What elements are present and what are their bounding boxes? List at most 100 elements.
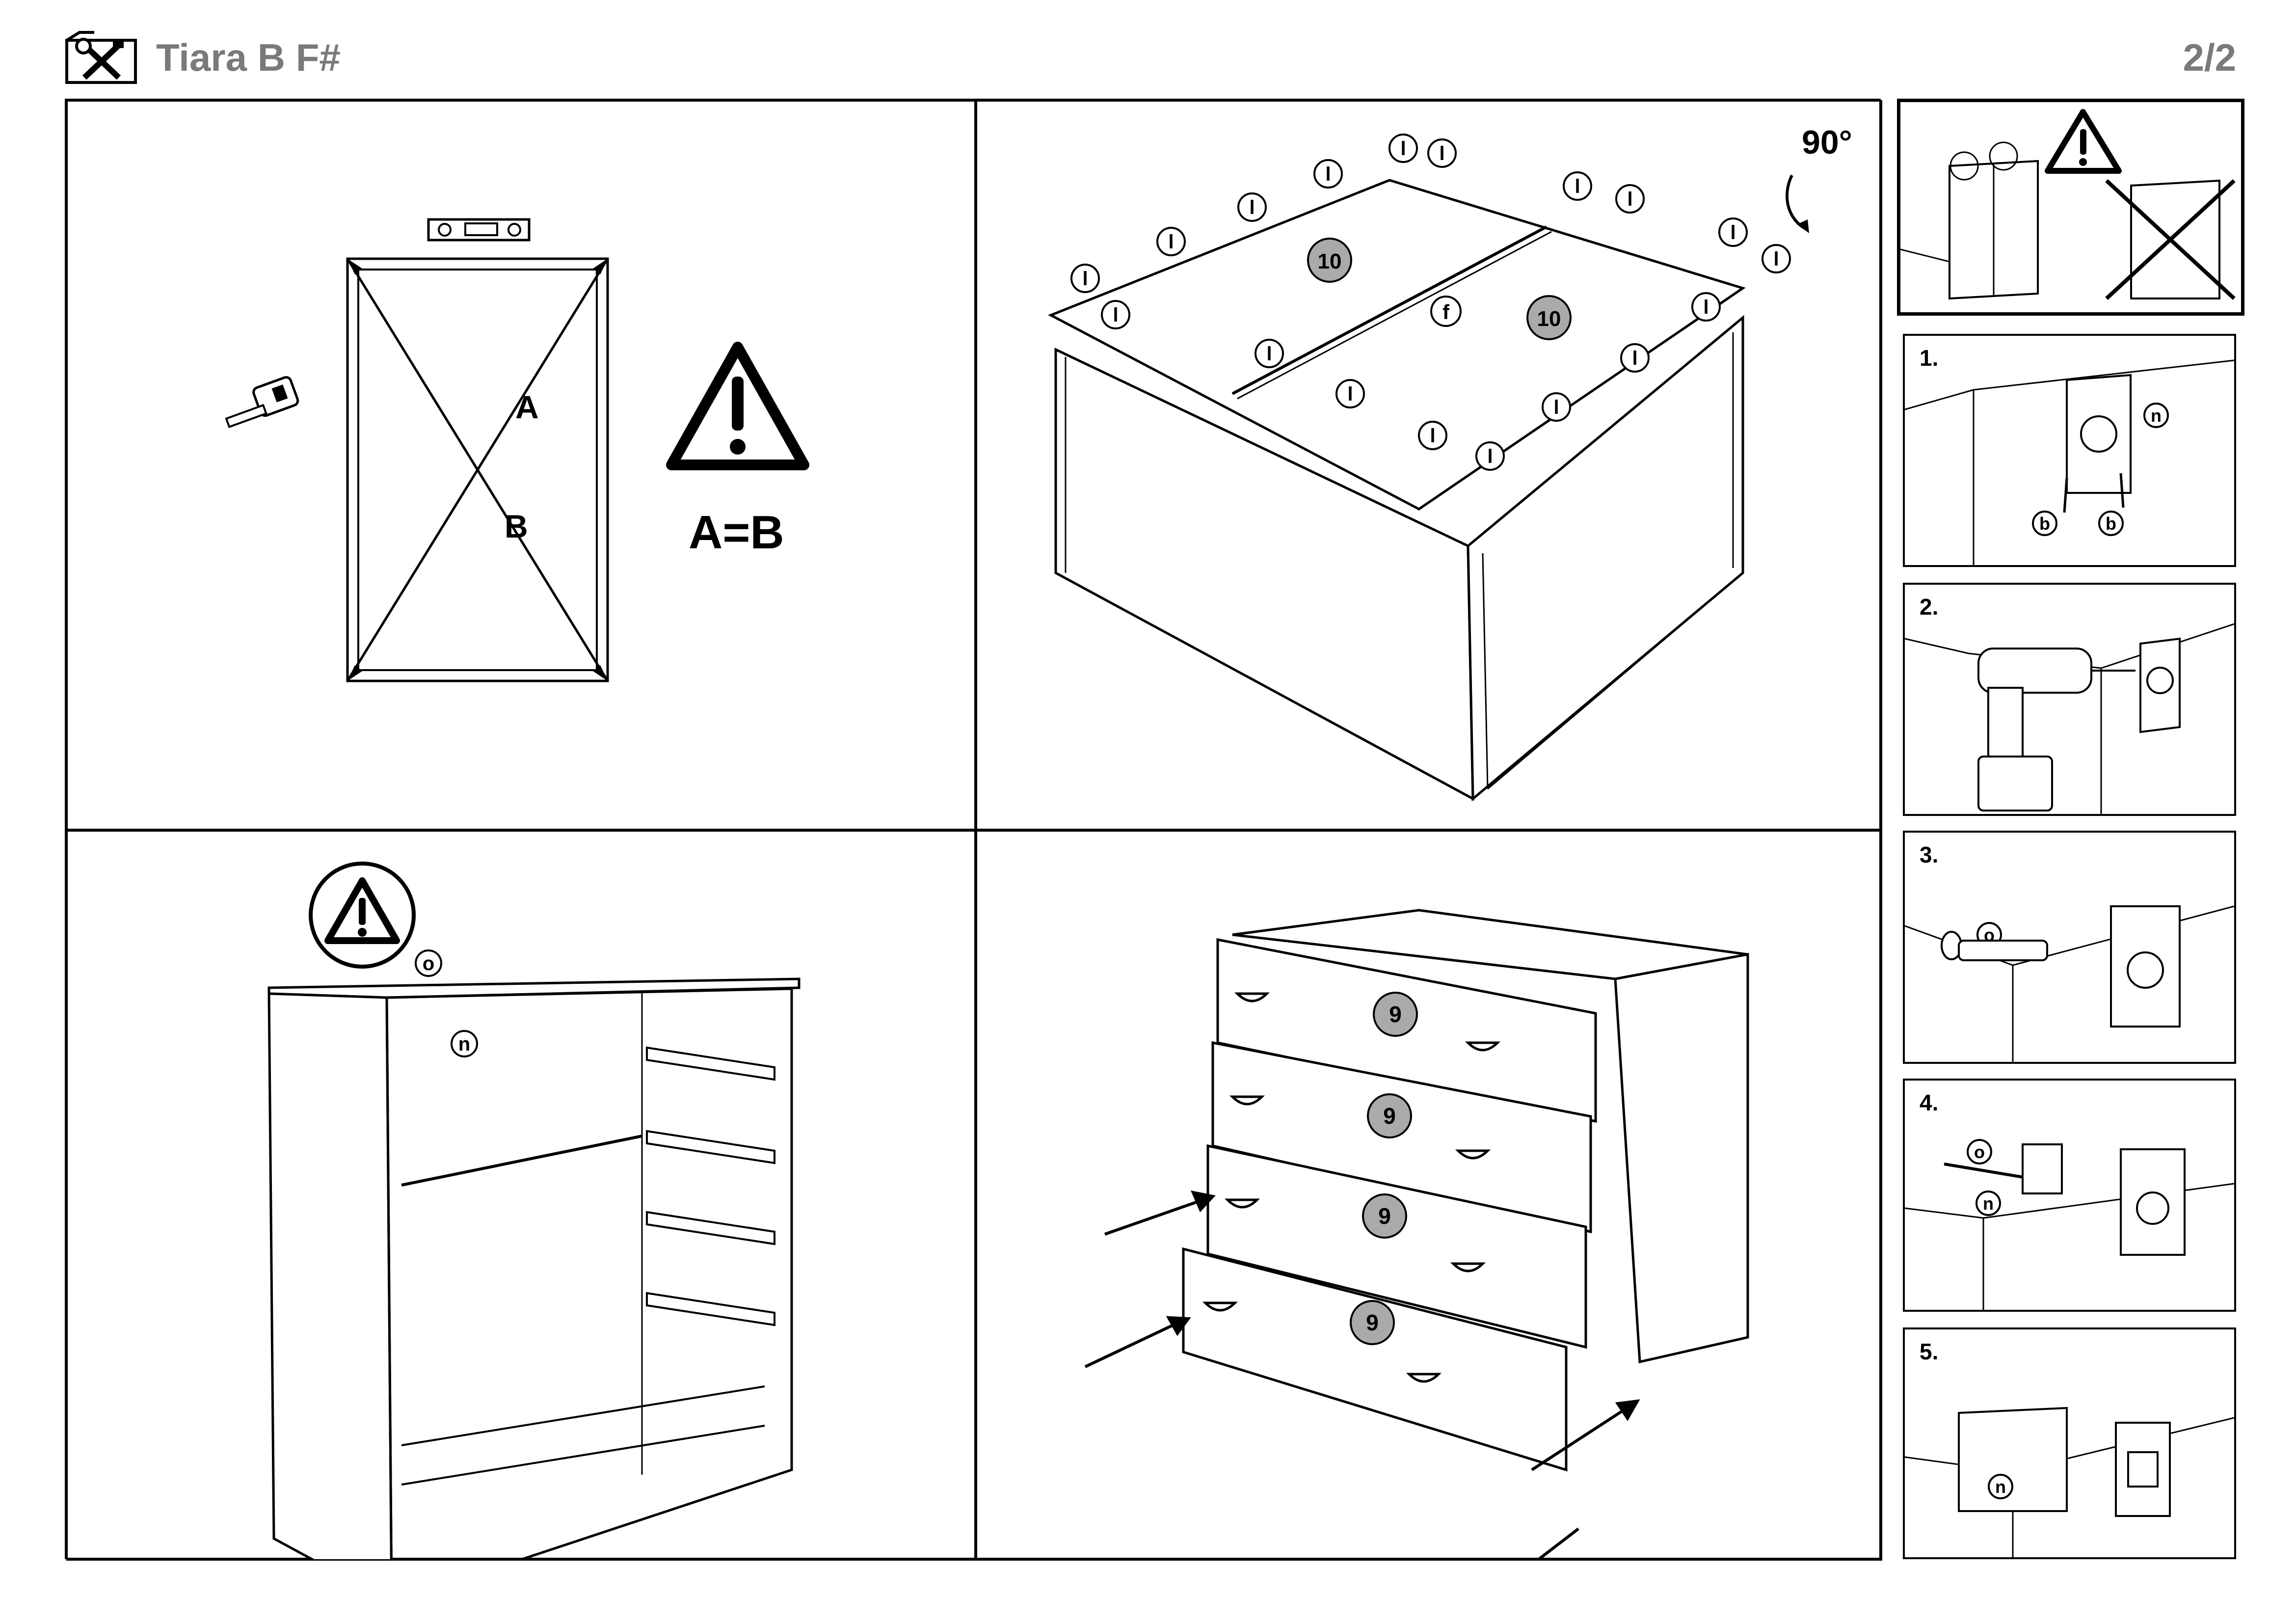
svg-text:10: 10	[1537, 307, 1561, 331]
tape-measure-icon	[225, 376, 299, 429]
diagonal-a-label: A	[515, 389, 539, 425]
spirit-level-icon	[427, 218, 531, 242]
drill-icon	[1977, 648, 2136, 812]
step-2-label: 2.	[1920, 594, 1939, 620]
nail-badge: l	[1427, 138, 1457, 168]
part-b-badge: b	[2098, 511, 2124, 536]
panel-4-drawing: 9 9 9 9	[1084, 909, 1749, 1624]
svg-text:l: l	[1553, 397, 1559, 418]
panel-carcass-runners: o n	[66, 830, 976, 1605]
step-5-box: 5. n	[1903, 1327, 2236, 1559]
svg-text:l: l	[1627, 189, 1632, 210]
svg-text:l: l	[1347, 383, 1353, 405]
part-b-badge: b	[2032, 511, 2057, 536]
step-2-drawing	[1904, 623, 2235, 814]
step-4-label: 4.	[1920, 1090, 1939, 1115]
tools-icon	[65, 31, 137, 84]
part-9-badges: 9 9 9 9	[1350, 992, 1418, 1345]
panel-back-panel: 90° 10 10 f	[976, 100, 1882, 830]
nail-badge: l	[1542, 392, 1571, 422]
insert-arrows	[1084, 1190, 1640, 1624]
rotate-icon	[1786, 174, 1809, 233]
step-5-drawing: n	[1904, 1407, 2235, 1557]
nail-badge: l	[1156, 227, 1186, 256]
nail-badge: l	[1237, 192, 1267, 222]
svg-text:n: n	[1995, 1477, 2006, 1497]
nail-markers: l l l l l l l l l l l l l l l l l l	[1070, 134, 1791, 471]
svg-text:l: l	[1487, 446, 1493, 467]
wall-warning-box	[1897, 99, 2244, 316]
step-1-drawing: n b b	[1904, 359, 2235, 565]
svg-text:9: 9	[1366, 1310, 1379, 1335]
nail-badge: l	[1101, 300, 1130, 329]
svg-text:f: f	[1442, 300, 1450, 324]
part-o-badge: o	[415, 949, 442, 977]
svg-text:l: l	[1168, 231, 1174, 253]
svg-text:9: 9	[1378, 1203, 1391, 1229]
step-3-drawing: o	[1904, 905, 2235, 1062]
svg-text:l: l	[1082, 268, 1088, 290]
svg-text:n: n	[1983, 1193, 1994, 1214]
part-9-badge: 9	[1362, 1193, 1407, 1239]
svg-text:n: n	[2151, 406, 2162, 426]
wall-warning-drawing	[1900, 109, 2236, 300]
step-3-box: 3. o	[1903, 831, 2236, 1064]
warning-triangle-icon	[2045, 109, 2122, 174]
panel-1-drawing: A B A=B	[225, 218, 809, 682]
svg-text:10: 10	[1318, 249, 1342, 273]
nail-badge: l	[1313, 159, 1343, 189]
svg-text:l: l	[1703, 297, 1709, 318]
main-grid: A B A=B 90°	[65, 99, 1882, 1624]
svg-text:n: n	[458, 1033, 470, 1055]
rotation-label: 90°	[1802, 124, 1852, 161]
svg-text:l: l	[1575, 176, 1580, 197]
drawer-runners	[646, 1046, 775, 1326]
svg-text:l: l	[1325, 163, 1331, 185]
nail-badge: l	[1475, 441, 1505, 471]
svg-text:b: b	[2039, 514, 2050, 534]
svg-text:9: 9	[1383, 1103, 1396, 1129]
warning-circle-icon	[309, 862, 416, 969]
step-5-label: 5.	[1920, 1339, 1939, 1364]
part-10-badge: 10	[1526, 295, 1572, 340]
svg-text:o: o	[1974, 1142, 1985, 1162]
nail-badge: l	[1070, 264, 1100, 293]
part-n-badge: n	[2143, 403, 2169, 428]
svg-text:l: l	[1439, 143, 1444, 164]
screw-dowel	[1941, 931, 2048, 961]
nail-badge: l	[1335, 379, 1365, 408]
svg-text:l: l	[1113, 304, 1118, 326]
part-9-badge: 9	[1373, 992, 1418, 1037]
svg-text:l: l	[1632, 348, 1637, 369]
step-1-label: 1.	[1920, 345, 1939, 371]
svg-text:l: l	[1266, 343, 1272, 365]
svg-text:l: l	[1249, 197, 1255, 218]
svg-text:9: 9	[1389, 1001, 1402, 1027]
part-n-badge: n	[1976, 1191, 2001, 1216]
part-n-badge: n	[451, 1030, 478, 1057]
part-n-badge: n	[1988, 1474, 2013, 1499]
step-4-drawing: o n	[1904, 1139, 2235, 1310]
panel-square-check: A B A=B	[66, 100, 976, 830]
svg-text:l: l	[1400, 138, 1406, 160]
panel-drawers: 9 9 9 9	[976, 830, 1882, 1624]
drawer-handles	[1202, 992, 1501, 1383]
equation-label: A=B	[689, 506, 784, 559]
part-10-badge: 10	[1307, 238, 1352, 283]
nail-badge: l	[1762, 244, 1791, 273]
page-number: 2/2	[2183, 36, 2236, 79]
part-9-badge: 9	[1367, 1093, 1412, 1138]
panel-3-drawing: o n	[267, 862, 801, 1605]
step-2-box: 2.	[1903, 583, 2236, 816]
diagonal-b-label: B	[505, 508, 528, 544]
nail-badge: l	[1620, 343, 1650, 373]
nail-badge: l	[1255, 339, 1284, 368]
step-1-box: 1. n b b	[1903, 334, 2236, 567]
nail-badge: l	[1615, 184, 1645, 214]
svg-text:b: b	[2106, 514, 2116, 534]
nail-badge: l	[1563, 171, 1592, 201]
panel-2-drawing: 90° 10 10 f	[1048, 124, 1852, 802]
part-o-badge: o	[1967, 1139, 1992, 1164]
nail-badge: l	[1718, 217, 1748, 247]
part-f-badge: f	[1430, 296, 1462, 327]
